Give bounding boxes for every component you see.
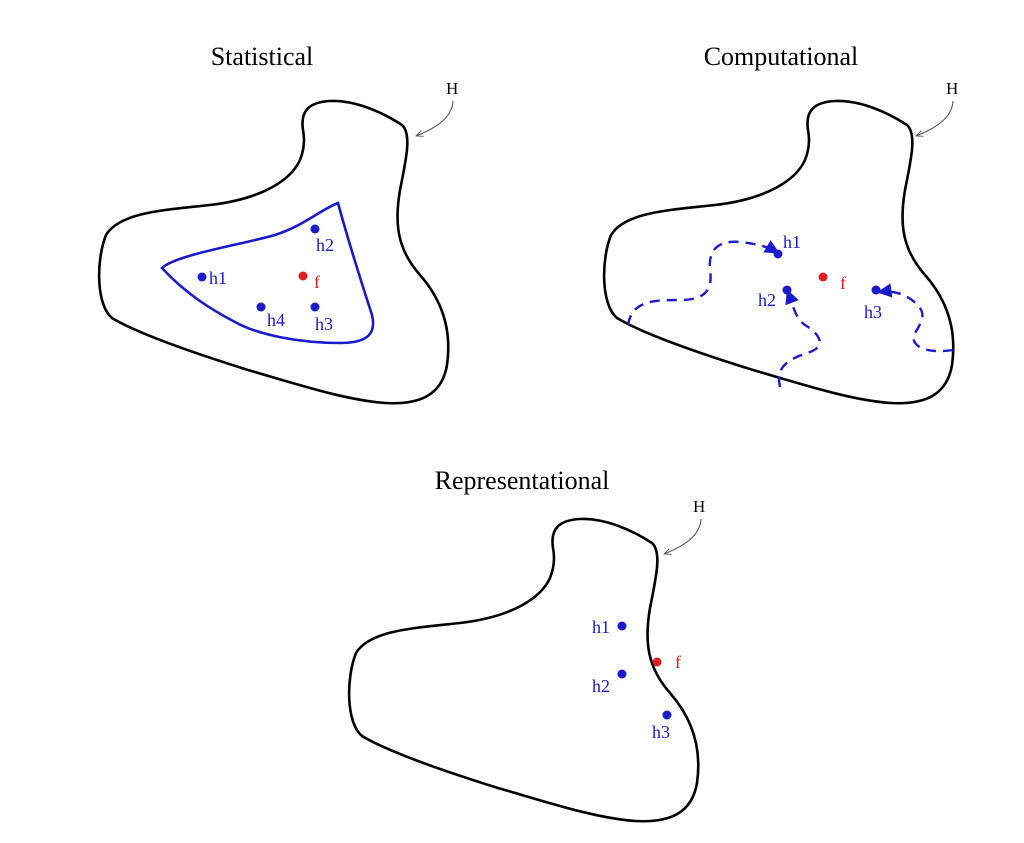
target-label: f bbox=[840, 273, 846, 293]
panel-title: Statistical bbox=[211, 42, 314, 71]
space-label-pointer bbox=[664, 518, 702, 554]
target-point bbox=[652, 657, 662, 667]
hypothesis-space-outline bbox=[97, 99, 450, 405]
hypothesis-point bbox=[310, 224, 320, 234]
hypothesis-space-label: H bbox=[946, 79, 958, 98]
panel-computational: Computational H h1 h2 h3 f bbox=[602, 42, 958, 405]
search-path bbox=[626, 240, 780, 326]
panel-statistical: Statistical H h1 h2 h3 h4 f bbox=[97, 42, 458, 405]
target-label: f bbox=[314, 272, 320, 292]
target-point bbox=[818, 272, 828, 282]
hypothesis-label: h2 bbox=[758, 290, 776, 310]
hypothesis-point bbox=[662, 710, 672, 720]
hypothesis-point bbox=[617, 669, 627, 679]
hypothesis-point bbox=[617, 621, 627, 631]
hypothesis-space-label: H bbox=[446, 79, 458, 98]
hypothesis-point bbox=[310, 302, 320, 312]
good-hypotheses-region bbox=[160, 201, 375, 345]
space-label-pointer bbox=[916, 100, 954, 136]
hypothesis-label: h3 bbox=[315, 314, 333, 334]
hypothesis-point bbox=[782, 285, 792, 295]
hypothesis-label: h4 bbox=[267, 310, 285, 330]
hypothesis-label: h2 bbox=[316, 235, 334, 255]
hypothesis-label: h3 bbox=[652, 722, 670, 742]
panel-title: Computational bbox=[704, 42, 859, 71]
hypothesis-space-outline bbox=[347, 517, 700, 823]
panel-representational: Representational H h1 h2 h3 f bbox=[347, 466, 705, 823]
hypothesis-space-label: H bbox=[693, 497, 705, 516]
hypothesis-point bbox=[256, 302, 266, 312]
hypothesis-label: h2 bbox=[592, 676, 610, 696]
panel-title: Representational bbox=[435, 466, 610, 495]
search-path bbox=[777, 289, 821, 388]
hypothesis-point bbox=[773, 249, 783, 259]
hypothesis-point bbox=[871, 285, 881, 295]
hypothesis-label: h1 bbox=[209, 268, 227, 288]
hypothesis-point bbox=[197, 272, 207, 282]
hypothesis-label: h1 bbox=[592, 617, 610, 637]
target-label: f bbox=[675, 652, 681, 672]
space-label-pointer bbox=[416, 100, 454, 136]
hypothesis-label: h1 bbox=[783, 232, 801, 252]
hypothesis-label: h3 bbox=[864, 302, 882, 322]
target-point bbox=[298, 271, 308, 281]
search-path bbox=[877, 283, 954, 353]
